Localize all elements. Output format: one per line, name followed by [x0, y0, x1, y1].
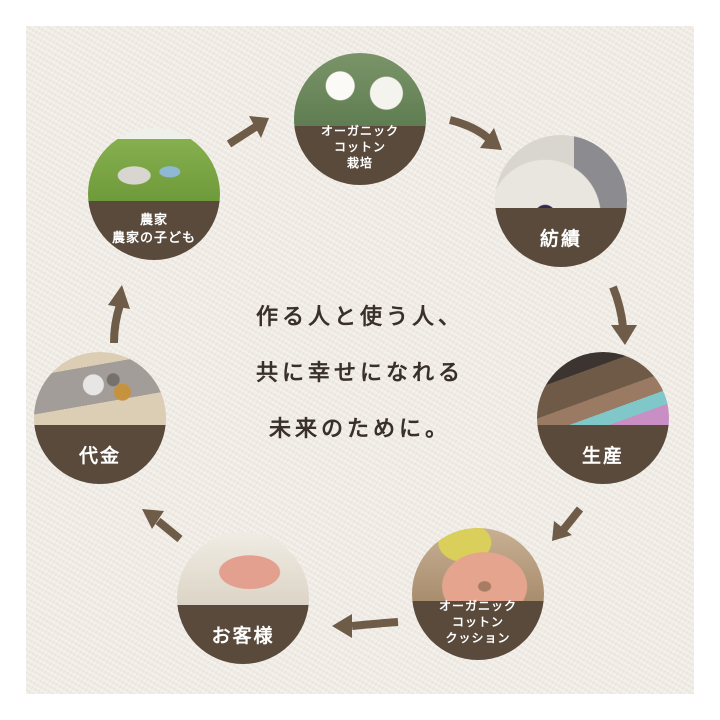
center-message: 作る人と使う人、 共に幸せになれる 未来のために。 [220, 290, 500, 458]
label-line: オーガニック [438, 599, 517, 613]
label-band [34, 424, 166, 484]
node-label: 農家 農家の子ども [88, 212, 220, 247]
center-message-line: 作る人と使う人、 [255, 305, 464, 330]
node-label: 代金 [78, 445, 121, 467]
label-band [412, 600, 544, 660]
label-line: クッション [445, 631, 511, 646]
node-label: 紡績 [539, 228, 582, 250]
cotton-bolls-photo [294, 53, 426, 126]
label-line: コットン [333, 140, 386, 155]
pillow-user-photo [177, 532, 309, 605]
label-line: 栽培 [346, 156, 373, 171]
node-customer: お客様 [177, 532, 309, 664]
arrow-customer-to-payment-icon [142, 509, 183, 543]
farmers-in-field-photo [88, 128, 220, 201]
node-spinning: 紡績 [495, 135, 627, 267]
arrow-production-to-cushion-icon [552, 506, 584, 541]
donut-cushion-photo [412, 528, 544, 601]
label-line: 農家 [139, 213, 168, 228]
weaving-hands-photo [537, 352, 669, 425]
node-cotton-cultivation: オーガニック コットン 栽培 [294, 53, 426, 185]
node-farmers: 農家 農家の子ども [88, 128, 220, 260]
arrow-cushion-to-customer-icon [332, 614, 399, 638]
node-production: 生産 [537, 352, 669, 484]
label-line: コットン [451, 615, 504, 630]
arrow-spinning-to-production-icon [609, 285, 637, 345]
center-message-line: 未来のために。 [268, 417, 451, 442]
fabric-roll-photo [495, 135, 627, 208]
center-message-line: 共に幸せになれる [255, 361, 464, 386]
arrow-cultivation-to-spinning-icon [448, 116, 502, 150]
label-line: オーガニック [320, 124, 399, 138]
label-line: 農家の子ども [111, 230, 196, 246]
label-band [294, 125, 426, 185]
label-band [177, 604, 309, 664]
label-band [537, 424, 669, 484]
label-band [495, 207, 627, 267]
arrow-farmers-to-cultivation-icon [226, 116, 269, 148]
label-band [88, 200, 220, 260]
node-label: オーガニック コットン 栽培 [294, 123, 426, 172]
node-label: オーガニック コットン クッション [412, 598, 544, 647]
node-cotton-cushion: オーガニック コットン クッション [412, 528, 544, 660]
money-illustration [34, 352, 166, 425]
node-payment: 代金 [34, 352, 166, 484]
node-label: お客様 [211, 625, 275, 647]
node-label: 生産 [581, 445, 624, 467]
arrow-payment-to-farmers-icon [108, 285, 130, 344]
